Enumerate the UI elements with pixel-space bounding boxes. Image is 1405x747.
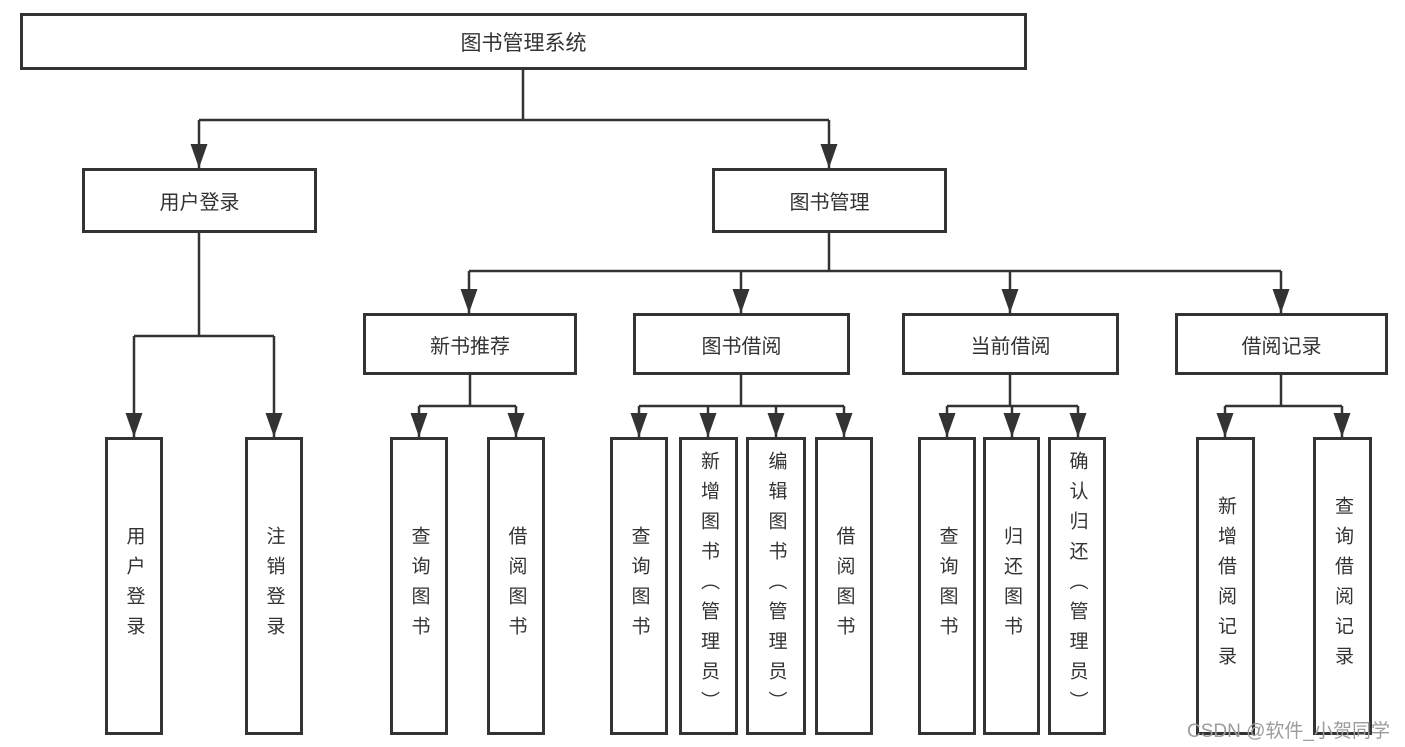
leaf-borrow-books-2-label: 借阅图书 (833, 526, 855, 646)
leaf-user-login-label: 用户登录 (123, 526, 145, 646)
node-current-borrowing-label: 当前借阅 (970, 335, 1051, 358)
node-user-login: 用户登录 (82, 168, 317, 233)
node-user-login-label: 用户登录 (159, 192, 240, 214)
node-root: 图书管理系统 (20, 13, 1027, 70)
node-book-borrowing: 图书借阅 (633, 313, 850, 375)
node-new-book-recommendation: 新书推荐 (363, 313, 577, 375)
node-book-management-label: 图书管理 (789, 192, 870, 214)
leaf-confirm-return-admin-label: 确认归还（管理员） (1066, 451, 1088, 721)
leaf-add-borrow-record-label: 新增借阅记录 (1215, 496, 1236, 676)
leaf-add-borrow-record: 新增借阅记录 (1196, 437, 1255, 735)
leaf-query-books-3: 查询图书 (918, 437, 976, 735)
node-book-borrowing-label: 图书借阅 (701, 335, 782, 358)
leaf-logout: 注销登录 (245, 437, 303, 735)
connector-trunk-lines (134, 70, 1342, 408)
leaf-edit-book-admin: 编辑图书（管理员） (746, 437, 806, 735)
leaf-query-borrow-record-label: 查询借阅记录 (1332, 496, 1353, 676)
leaf-borrow-books-2: 借阅图书 (815, 437, 873, 735)
leaf-query-books-3-label: 查询图书 (936, 526, 958, 646)
leaf-confirm-return-admin: 确认归还（管理员） (1048, 437, 1106, 735)
leaf-query-books-1: 查询图书 (390, 437, 448, 735)
leaf-add-book-admin: 新增图书（管理员） (679, 437, 738, 735)
node-current-borrowing: 当前借阅 (902, 313, 1119, 375)
leaf-edit-book-admin-label: 编辑图书（管理员） (765, 451, 787, 721)
node-borrowing-records: 借阅记录 (1175, 313, 1388, 375)
leaf-borrow-books-1-label: 借阅图书 (505, 526, 527, 646)
leaf-user-login: 用户登录 (105, 437, 163, 735)
node-borrowing-records-label: 借阅记录 (1241, 335, 1322, 358)
node-book-management: 图书管理 (712, 168, 947, 233)
leaf-query-books-2: 查询图书 (610, 437, 668, 735)
leaf-query-borrow-record: 查询借阅记录 (1313, 437, 1372, 735)
leaf-add-book-admin-label: 新增图书（管理员） (698, 451, 719, 721)
leaf-query-books-2-label: 查询图书 (628, 526, 650, 646)
leaf-return-books: 归还图书 (983, 437, 1040, 735)
node-new-book-recommendation-label: 新书推荐 (430, 335, 510, 358)
leaf-borrow-books-1: 借阅图书 (487, 437, 545, 735)
csdn-watermark: CSDN @软件_小贺同学 (1187, 721, 1390, 742)
leaf-return-books-label: 归还图书 (1001, 526, 1022, 646)
leaf-query-books-1-label: 查询图书 (408, 526, 430, 646)
leaf-logout-label: 注销登录 (263, 526, 285, 646)
node-root-label: 图书管理系统 (460, 31, 587, 55)
